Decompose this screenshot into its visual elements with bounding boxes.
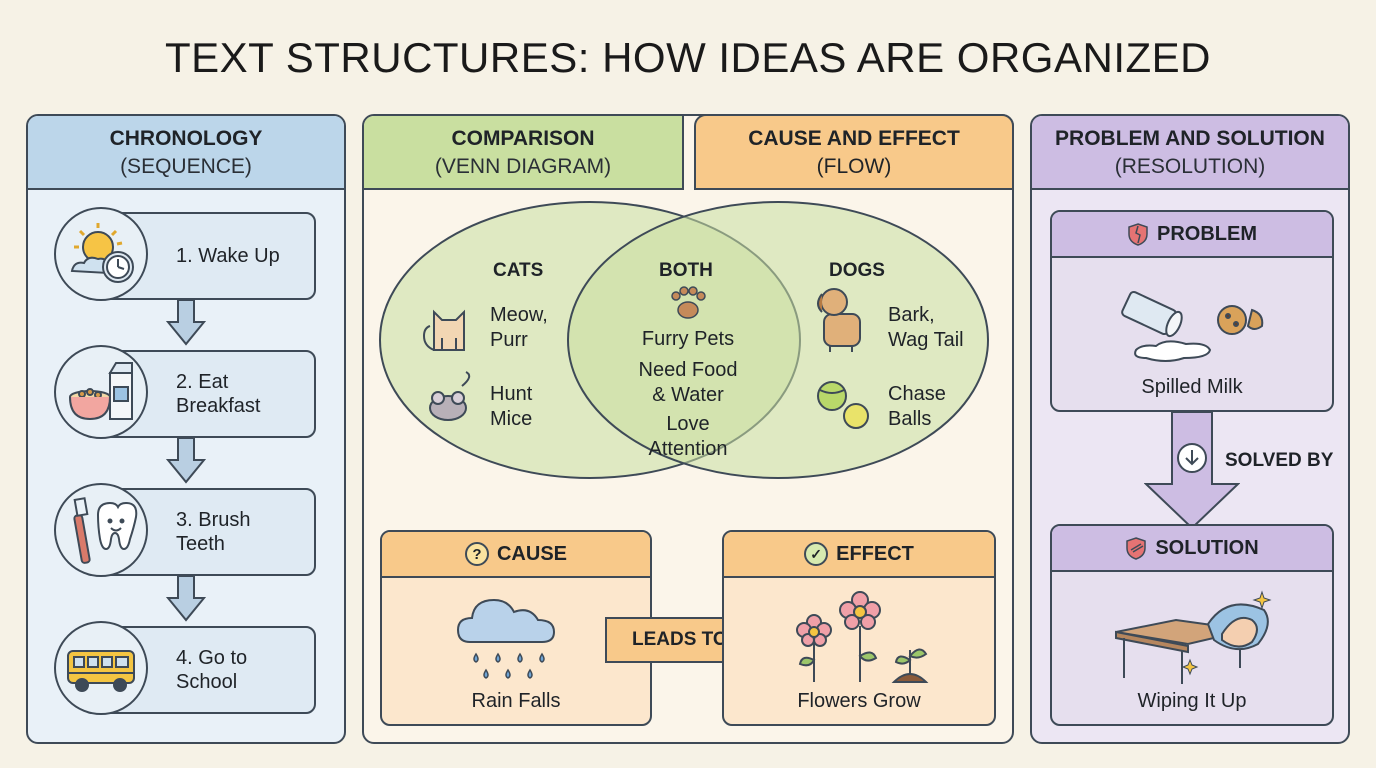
leads-to-label: LEADS TO bbox=[632, 629, 728, 650]
both-item-1: Furry Pets bbox=[641, 328, 735, 350]
tennis-balls-icon bbox=[817, 381, 869, 429]
solved-by-label: SOLVED BY bbox=[1225, 450, 1334, 471]
cause-caption: Rain Falls bbox=[471, 690, 561, 712]
chronology-header: CHRONOLOGY (SEQUENCE) bbox=[28, 116, 344, 190]
spilled-milk-icon bbox=[1121, 290, 1264, 362]
cause-header: ? CAUSE bbox=[382, 532, 650, 578]
chronology-heading: CHRONOLOGY bbox=[109, 127, 263, 150]
venn-label-both: BOTH bbox=[659, 260, 713, 281]
broken-shield-icon bbox=[1128, 223, 1148, 246]
problem-solution-heading: PROBLEM AND SOLUTION bbox=[1055, 127, 1325, 150]
comparison-heading: COMPARISON bbox=[451, 127, 595, 150]
repaired-shield-icon bbox=[1126, 537, 1147, 560]
effect-label: EFFECT bbox=[836, 542, 914, 565]
solution-caption: Wiping It Up bbox=[1137, 690, 1247, 712]
flowers-icon bbox=[796, 591, 929, 683]
chronology-subheading: (SEQUENCE) bbox=[120, 155, 252, 178]
venn-diagram bbox=[379, 201, 989, 479]
toothbrush-tooth-icon bbox=[54, 483, 148, 577]
problem-header: PROBLEM bbox=[1052, 212, 1332, 258]
problem-caption: Spilled Milk bbox=[1141, 376, 1243, 398]
solution-box: SOLUTION Wiping It Up bbox=[1050, 524, 1334, 726]
cause-effect-subheading: (FLOW) bbox=[816, 155, 892, 178]
cats-item-1: Meow,Purr bbox=[490, 304, 548, 351]
problem-solution-header: PROBLEM AND SOLUTION (RESOLUTION) bbox=[1032, 116, 1348, 190]
effect-header: ✓ EFFECT bbox=[724, 532, 994, 578]
venn-label-dogs: DOGS bbox=[829, 260, 885, 281]
rain-cloud-icon bbox=[456, 598, 556, 679]
solution-label: SOLUTION bbox=[1155, 536, 1259, 559]
dogs-item-1: Bark,Wag Tail bbox=[888, 304, 964, 351]
dog-icon bbox=[817, 288, 861, 352]
page-title: TEXT STRUCTURES: HOW IDEAS ARE ORGANIZED bbox=[164, 34, 1211, 81]
school-bus-icon bbox=[54, 621, 148, 715]
wiping-table-icon bbox=[1115, 590, 1272, 684]
problem-solution-subheading: (RESOLUTION) bbox=[1114, 155, 1266, 178]
both-item-2: Need Food& Water bbox=[638, 359, 738, 406]
solution-header: SOLUTION bbox=[1052, 526, 1332, 572]
comparison-header: COMPARISON (VENN DIAGRAM) bbox=[364, 116, 684, 190]
mouse-icon bbox=[429, 371, 471, 421]
question-icon: ? bbox=[464, 542, 489, 566]
paw-icon bbox=[671, 286, 706, 319]
comparison-subheading: (VENN DIAGRAM) bbox=[434, 155, 612, 178]
cat-icon bbox=[422, 309, 465, 351]
venn-circle-dogs bbox=[567, 201, 989, 479]
sun-clock-icon bbox=[54, 207, 148, 301]
effect-caption: Flowers Grow bbox=[797, 690, 921, 712]
cause-label: CAUSE bbox=[496, 542, 567, 565]
effect-box: ✓ EFFECT Flowers Grow bbox=[722, 530, 996, 726]
problem-label: PROBLEM bbox=[1157, 222, 1257, 245]
solved-by-arrow bbox=[1144, 412, 1240, 530]
cereal-milk-icon bbox=[54, 345, 148, 439]
venn-label-cats: CATS bbox=[493, 260, 544, 281]
step-1-label: 1. Wake Up bbox=[176, 245, 280, 267]
cause-effect-header-panel: CAUSE AND EFFECT (FLOW) bbox=[694, 114, 1014, 190]
arrow-down-1 bbox=[165, 298, 207, 351]
arrow-down-3 bbox=[165, 574, 207, 627]
cause-effect-heading: CAUSE AND EFFECT bbox=[748, 127, 960, 150]
arrow-down-2 bbox=[165, 436, 207, 489]
check-circle-icon: ✓ bbox=[804, 542, 829, 566]
problem-box: PROBLEM Spilled Milk bbox=[1050, 210, 1334, 412]
